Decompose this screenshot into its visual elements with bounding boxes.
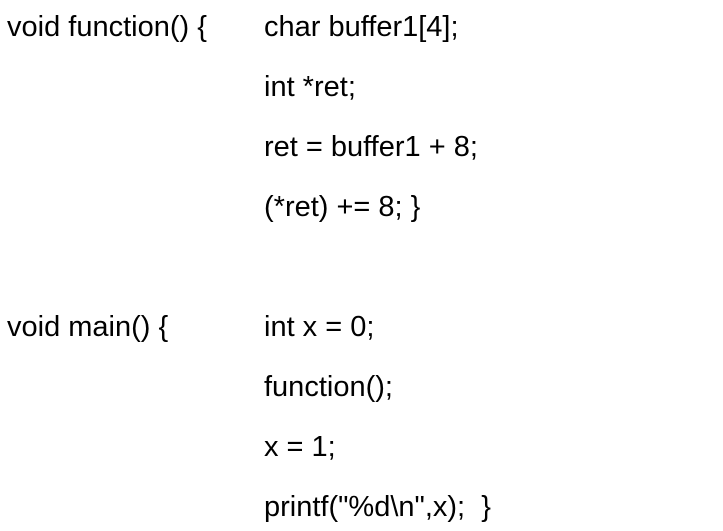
function-line-1: char buffer1[4]; [264,11,459,43]
main-line-1: int x = 0; [264,311,375,343]
function-signature: void function() { [7,11,207,43]
main-line-3: x = 1; [264,431,336,463]
main-line-4: printf("%d\n",x); } [264,491,491,523]
main-line-2: function(); [264,371,393,403]
function-line-2: int *ret; [264,71,356,103]
function-line-3: ret = buffer1 + 8; [264,131,478,163]
function-line-4: (*ret) += 8; } [264,191,421,223]
main-signature: void main() { [7,311,169,343]
